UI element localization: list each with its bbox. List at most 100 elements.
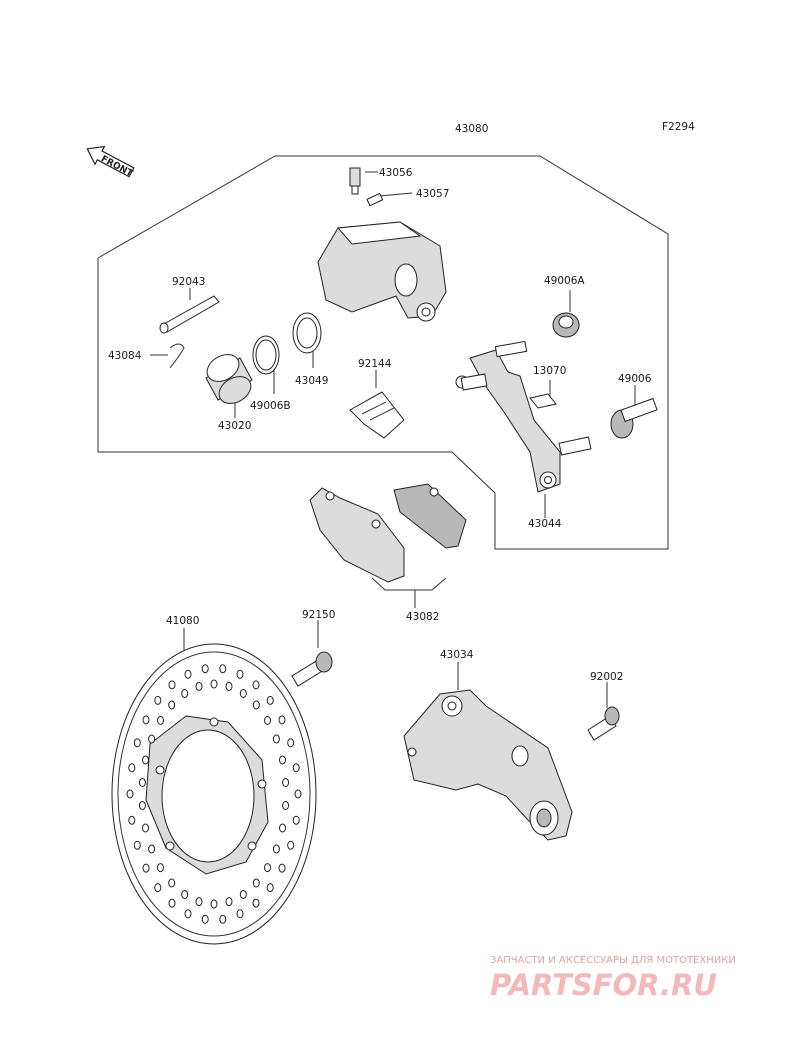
bolt-92002 [587,706,620,741]
bolt-92150 [291,651,333,687]
seal-49006B [252,335,280,375]
spring-92144 [349,391,405,439]
part-label-43044[interactable]: 43044 [528,518,562,530]
disc-hole [239,689,247,698]
part-label-43057[interactable]: 43057 [416,188,449,200]
disc-hole [195,897,203,907]
disc-hole [210,679,218,689]
part-label-43056[interactable]: 43056 [379,167,413,179]
disc-hole [181,890,189,899]
disc-hole [184,909,192,919]
part-label-43084[interactable]: 43084 [108,350,142,362]
caliper-body [317,221,447,322]
disc-hole [195,681,203,691]
disc-hole [168,898,176,908]
disc-hole [142,755,149,765]
disc-hole [266,883,274,893]
disc-hole [142,863,150,873]
bleeder-valve-43056 [349,167,361,195]
part-label-92043[interactable]: 92043 [172,276,205,288]
disc-hole [292,815,300,825]
disc-hole [157,863,164,873]
part-label-41080[interactable]: 41080 [166,615,199,627]
disc-hole [264,863,271,873]
disc-hole [225,681,233,691]
pin-92043 [159,295,220,334]
disc-hole [266,695,274,705]
brake-pads-43082 [309,483,467,583]
disc-hole [128,763,136,773]
disc-hole [201,664,209,674]
disc-hole [278,863,286,873]
disc-hole [168,878,176,888]
disc-hole [181,689,189,698]
disc-hole [138,801,146,810]
disc-hole [184,669,192,679]
disc-hole [219,914,227,924]
disc-hole [133,738,141,748]
part-label-49006A[interactable]: 49006A [544,275,585,287]
front-label: FRONT [99,154,135,179]
disc-hole [236,909,244,919]
boot-49006A [552,312,580,338]
disc-hole [279,755,286,765]
brake-disc-41080 [111,643,317,945]
part-label-13070[interactable]: 13070 [533,365,566,377]
disc-hole [282,801,290,810]
disc-hole [236,669,244,679]
front-arrow-icon: FRONT [86,145,135,180]
disc-hole [252,680,260,690]
part-label-43020[interactable]: 43020 [218,420,251,432]
disc-hole [264,715,271,725]
piston-43020 [205,354,253,404]
part-label-49006[interactable]: 49006 [618,373,652,385]
disc-hole [292,763,300,773]
disc-hole [142,823,149,833]
disc-hole [138,778,146,787]
cap-43057 [366,192,384,207]
part-label-92144[interactable]: 92144 [358,358,392,370]
part-label-43049[interactable]: 43049 [295,375,328,387]
disc-vent-holes [126,664,302,924]
disc-hole [133,840,141,850]
caliper-assembly-outline [97,155,669,550]
disc-hole [168,700,176,710]
disc-hole [154,883,162,893]
disc-hole [201,914,209,924]
disc-hole [168,680,176,690]
disc-hole [126,789,134,799]
watermark-brand: PARTSFOR.RU [490,968,717,1002]
disc-hole [128,815,136,825]
disc-hole [148,844,156,854]
bracket-43044 [455,340,592,493]
disc-hole [142,715,150,725]
part-label-43034[interactable]: 43034 [440,649,474,661]
plate-13070 [529,393,557,409]
clip-43084 [169,343,185,369]
disc-hole [210,899,218,909]
part-label-43080[interactable]: 43080 [455,123,488,135]
disc-hole [278,715,286,725]
part-label-92150[interactable]: 92150 [302,609,335,621]
disc-hole [272,844,280,854]
disc-hole [219,664,227,674]
disc-hole [252,700,260,710]
part-label-49006B[interactable]: 49006B [250,400,291,412]
disc-hole [282,778,290,787]
disc-hole [252,898,260,908]
disc-hole [154,695,162,705]
disc-hole [148,734,156,744]
disc-hole [239,890,247,899]
part-label-92002[interactable]: 92002 [590,671,623,683]
diagram-code: F2294 [662,121,695,133]
part-label-43082[interactable]: 43082 [406,611,439,623]
disc-hole [272,734,280,744]
caliper-bracket-43034 [403,689,573,841]
seal-43049 [292,312,322,354]
disc-hole [287,840,295,850]
disc-hole [287,738,295,748]
disc-hole [157,715,164,725]
disc-hole [252,878,260,888]
pin-49006 [610,397,658,439]
